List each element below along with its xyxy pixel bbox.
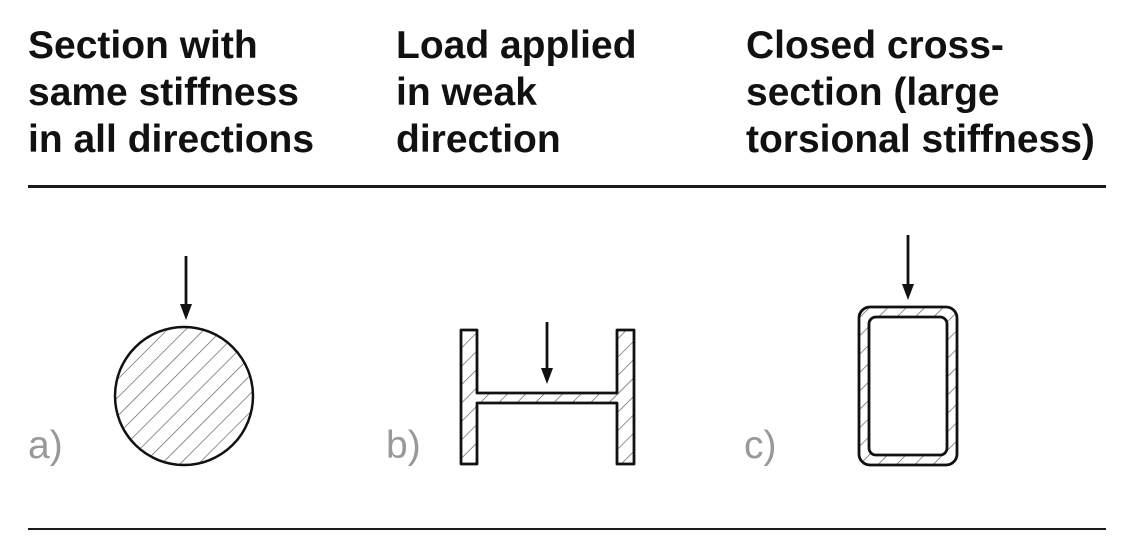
subfigure-label-c: c) — [744, 424, 777, 467]
load-arrow-icon — [180, 256, 192, 320]
heading-line: torsional stiffness) — [746, 118, 1095, 161]
h-section — [459, 322, 636, 466]
heading-line: same stiffness — [28, 71, 299, 114]
subfigure-label-b: b) — [386, 424, 421, 467]
bottom-divider — [28, 528, 1106, 530]
heading-line: in weak — [396, 71, 537, 114]
h-section-outline — [459, 328, 636, 466]
circle-outline — [113, 325, 255, 467]
hollow-rectangle-section — [857, 235, 959, 467]
heading-line: Closed cross- — [746, 24, 1004, 67]
header-divider — [28, 185, 1106, 188]
solid-circle-section — [113, 256, 255, 467]
inner-wall-outline — [867, 315, 949, 457]
heading-line: Section with — [28, 24, 258, 67]
load-arrow-icon — [541, 322, 553, 384]
column-c-heading: Closed cross- section (large torsional s… — [746, 22, 1095, 163]
hollow-wall-fill — [859, 307, 957, 465]
column-a-heading: Section with same stiffness in all direc… — [28, 22, 314, 163]
load-arrow-icon — [902, 235, 914, 300]
outer-wall-outline — [857, 305, 959, 467]
subfigure-label-a: a) — [28, 424, 63, 467]
heading-line: direction — [396, 118, 561, 161]
heading-line: Load applied — [396, 24, 637, 67]
column-b-heading: Load applied in weak direction — [396, 22, 637, 163]
heading-line: section (large — [746, 71, 1000, 114]
heading-line: in all directions — [28, 118, 315, 161]
